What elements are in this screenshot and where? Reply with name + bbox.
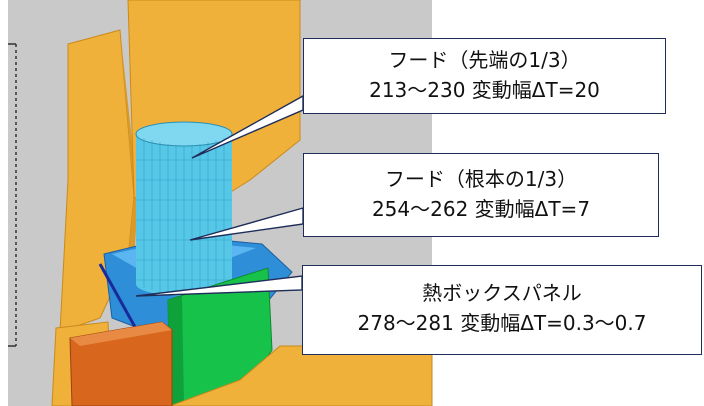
orange-back-panel-side xyxy=(120,30,138,262)
hood-cylinder xyxy=(135,121,233,296)
dark-orange-block-top xyxy=(70,322,172,346)
callout-heat-box-panel-title: 熱ボックスパネル xyxy=(422,281,582,305)
callout-hood-tip-detail: 213～230 変動幅ΔT=20 xyxy=(369,78,600,102)
callout-hood-root-detail: 254～262 変動幅ΔT=7 xyxy=(371,197,591,221)
box-edge-line xyxy=(98,263,142,337)
callout-heat-box-panel-detail: 278～281 変動幅ΔT=0.3～0.7 xyxy=(357,311,647,335)
callout-hood-tip-title: フード（先端の1/3） xyxy=(388,48,581,72)
callout-hood-root-title: フード（根本の1/3） xyxy=(384,167,578,191)
callout-hood-root: フード（根本の1/3） 254～262 変動幅ΔT=7 xyxy=(303,153,659,237)
callout-hood-tip: フード（先端の1/3） 213～230 変動幅ΔT=20 xyxy=(303,38,666,114)
callout-heat-box-panel: 熱ボックスパネル 278～281 変動幅ΔT=0.3～0.7 xyxy=(302,265,702,355)
